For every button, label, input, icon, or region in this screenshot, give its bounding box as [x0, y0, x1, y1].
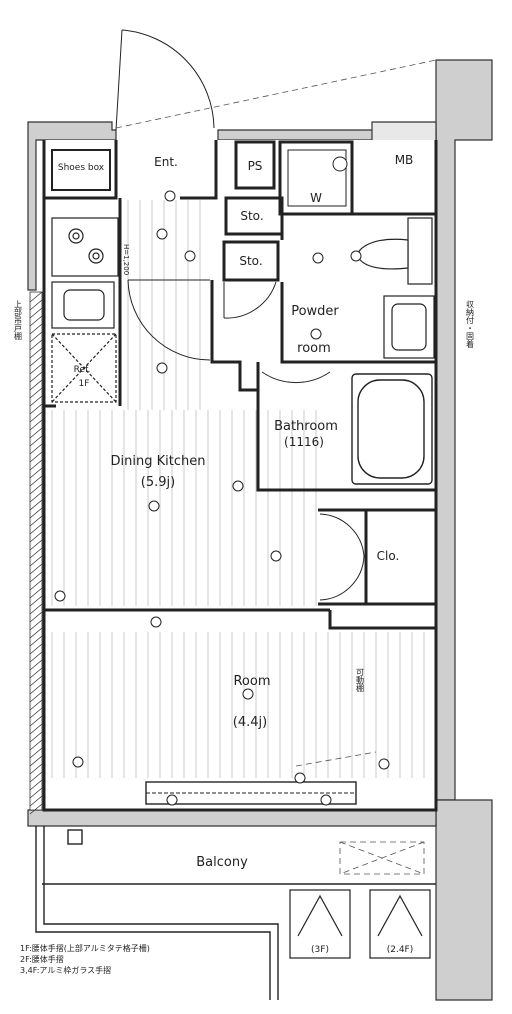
storage-label: Sto. [239, 254, 262, 268]
shoes-box [51, 149, 111, 191]
closet-label: Clo. [377, 549, 400, 563]
bathroom-size: (1116) [284, 435, 324, 449]
dashed-lines [115, 59, 437, 875]
left-hatched-wall [29, 291, 43, 815]
entrance-label: Ent. [154, 155, 178, 169]
outlet-icon [270, 550, 282, 562]
outlet-icon [310, 328, 322, 340]
room-label: Room [233, 674, 270, 689]
refrigerator-label: Ref. [74, 365, 91, 375]
height-note: H=1,200 [122, 244, 130, 275]
door-swings [115, 29, 365, 805]
outlet-icon [320, 794, 332, 806]
room-size: (4.4j) [233, 715, 267, 730]
sink-icon [63, 289, 105, 321]
mb-label: MB [395, 153, 414, 167]
outlet-icon [156, 228, 168, 240]
vanity-sink-icon [383, 295, 435, 359]
room-labels: Shoes box Ent. PS MB Sto. Sto. W Powder … [14, 153, 475, 955]
outlet-icon [156, 362, 168, 374]
evacuation-hatch [289, 889, 431, 959]
wood-floor-lines [51, 200, 425, 778]
outlet-icon [378, 758, 390, 770]
note-line: 2F:腰体手摺 [20, 955, 64, 964]
railing-notes: 1F:腰体手摺(上部アルミタテ格子柵) 2F:腰体手摺 3,4F:アルミ枠ガラス… [20, 943, 280, 976]
floor-24f-label: (2.4F) [387, 945, 414, 955]
toilet-icon [357, 217, 433, 285]
shelf-note: 可動棚 [356, 668, 365, 693]
powder-room-label: room [297, 341, 331, 356]
floor-3f-label: (3F) [311, 945, 329, 955]
outlet-icon [294, 772, 306, 784]
outlet-icon [166, 794, 178, 806]
outlet-icon [350, 250, 362, 262]
wall-note-right: 収納付・固着 [466, 299, 475, 349]
dining-kitchen-label: Dining Kitchen [111, 454, 206, 469]
ps-label: PS [248, 159, 263, 173]
fridge-note: 1F [79, 379, 90, 389]
outlet-icon [242, 688, 254, 700]
washer-pan [287, 149, 348, 207]
outlet-icon [54, 590, 66, 602]
storage-label: Sto. [240, 209, 263, 223]
outlet-icon [164, 190, 176, 202]
interior-walls [42, 140, 438, 812]
balcony-area [35, 826, 436, 1000]
outlet-icon [312, 252, 324, 264]
dining-kitchen-size: (5.9j) [141, 475, 175, 490]
shoes-box-label: Shoes box [58, 163, 105, 173]
outlet-symbols [54, 190, 390, 806]
powder-room-label: Powder [291, 304, 339, 319]
outlet-icon [184, 250, 196, 262]
bathtub-icon [351, 373, 433, 485]
outlet-icon [72, 756, 84, 768]
outlet-icon [150, 616, 162, 628]
note-line: 1F:腰体手摺(上部アルミタテ格子柵) [20, 944, 150, 953]
note-line: 3,4F:アルミ枠ガラス手摺 [20, 966, 112, 975]
outlet-icon [148, 500, 160, 512]
kitchen-counter [51, 217, 119, 403]
bathroom-label: Bathroom [274, 419, 338, 434]
outlet-icon [232, 480, 244, 492]
wall-note-left: 上部吊戸棚 [14, 300, 23, 341]
balcony-label: Balcony [196, 855, 248, 870]
washer-label: W [310, 191, 322, 205]
